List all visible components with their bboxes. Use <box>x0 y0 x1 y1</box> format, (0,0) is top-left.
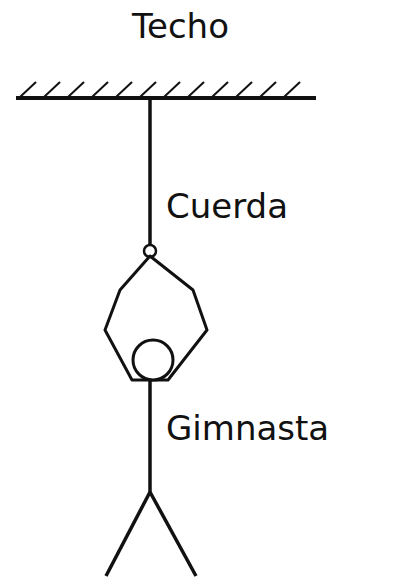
ceiling-label: Techo <box>132 8 229 45</box>
gymnast-leg <box>106 492 150 576</box>
gymnast-body <box>148 380 152 492</box>
gymnast-head <box>133 340 173 380</box>
rope <box>148 98 152 246</box>
rope-label: Cuerda <box>166 188 288 225</box>
gymnast-leg <box>150 492 196 576</box>
ceiling-hatch <box>20 82 300 97</box>
ceiling-line <box>16 96 316 100</box>
gymnast-arms <box>105 256 207 380</box>
gymnast-label: Gimnasta <box>166 410 329 447</box>
